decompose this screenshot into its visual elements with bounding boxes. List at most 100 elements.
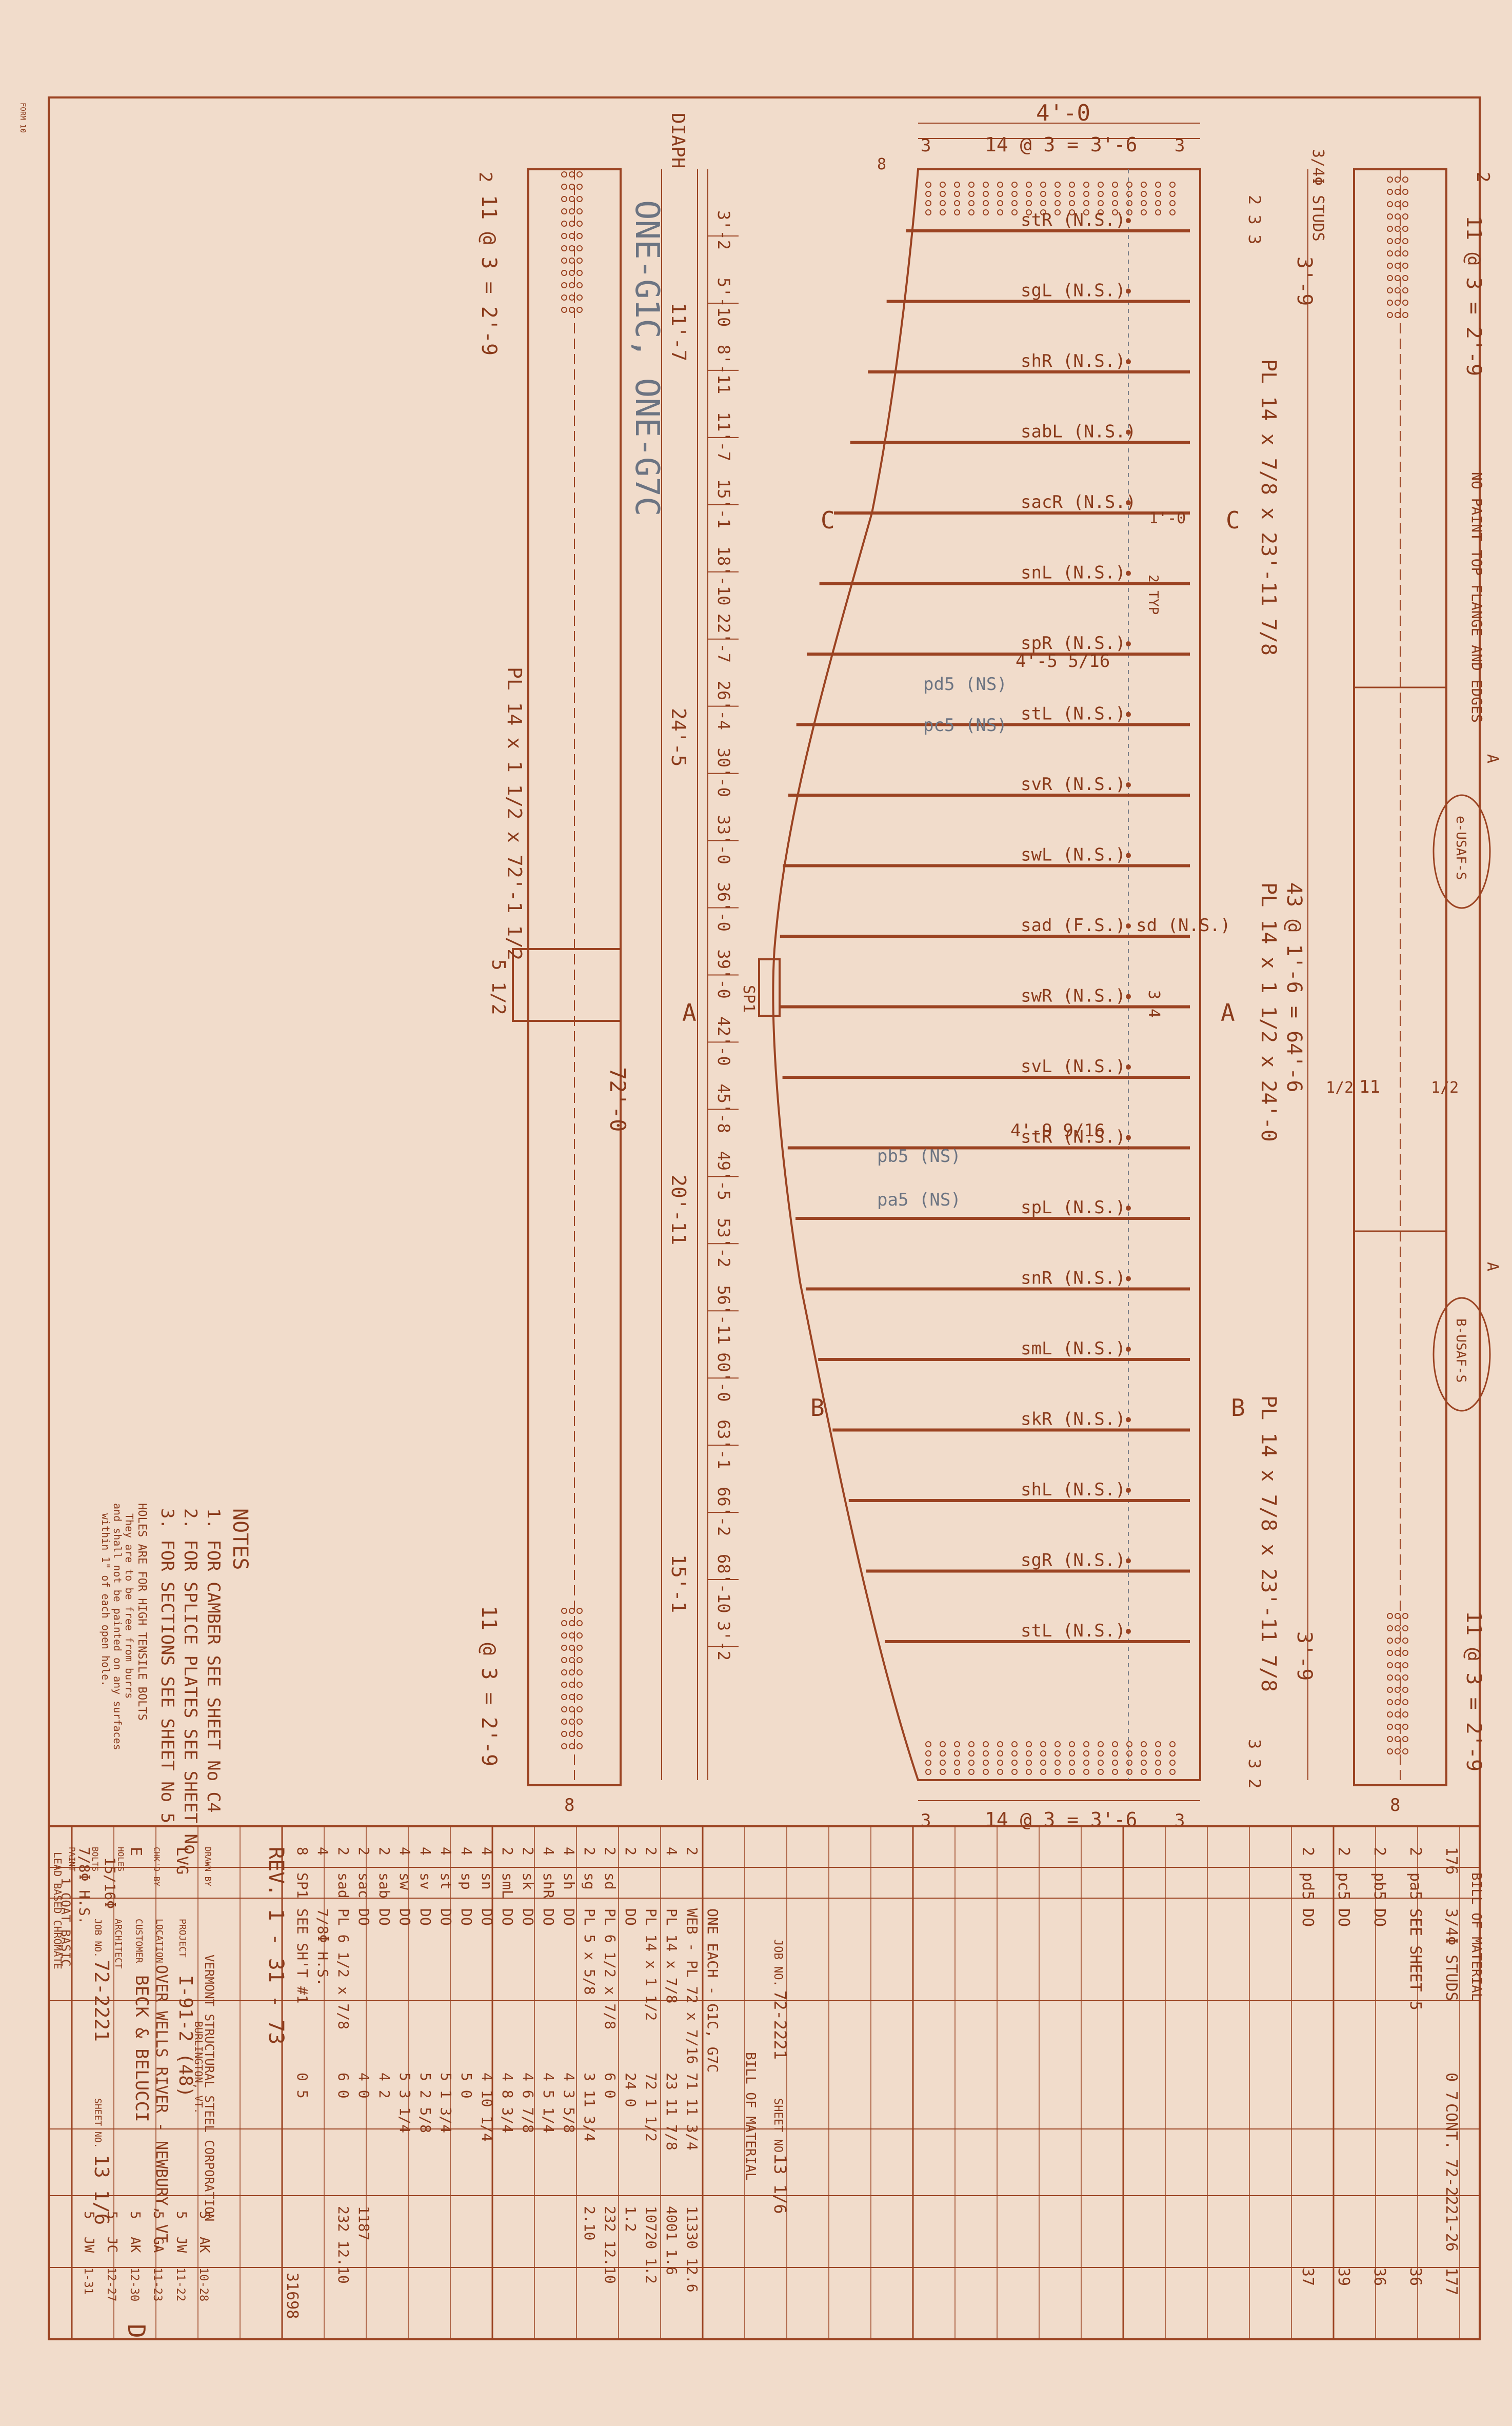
stud-mark (1126, 923, 1131, 929)
web-outline (772, 168, 1201, 1781)
checked-value: E (127, 1847, 145, 1856)
dim-1ft: 1'-0 (1149, 509, 1186, 527)
bolt-hole (576, 171, 583, 177)
bolt-hole (1387, 226, 1393, 232)
bolt-hole (1402, 1674, 1408, 1681)
bom-left-cell: 6 0 (335, 2073, 352, 2099)
bolt-hole (1011, 1750, 1018, 1757)
bolt-hole (1141, 1769, 1147, 1775)
company-name: VERMONT STRUCTURAL STEEL CORPORATION (202, 1955, 216, 2221)
rev-date: 10-28 (197, 2267, 210, 2301)
bolt-hole (1402, 1699, 1408, 1705)
bom-left-cell: 4 (540, 1847, 557, 1856)
bolt-hole (569, 171, 575, 177)
bom-left-cell: sac (355, 1872, 372, 1899)
bolt-hole (1395, 1625, 1401, 1631)
bolt-hole (561, 1632, 567, 1639)
bolt-hole (1026, 1741, 1032, 1747)
bolt-hole (561, 196, 567, 202)
bolt-hole (576, 1620, 583, 1626)
bolt-hole (1126, 1750, 1132, 1757)
notes-title: NOTES (228, 1508, 252, 1570)
bom-left-cell: 71 11 3/4 (684, 2073, 701, 2151)
stiffener-label: stR (N.S.) (1021, 210, 1126, 230)
bolt-hole (1040, 209, 1046, 215)
bolt-hole (569, 245, 575, 251)
bom-left-cell: 4 (663, 1847, 680, 1856)
stud-mark (1126, 1206, 1131, 1211)
bolt-hole (1026, 182, 1032, 188)
bom-left-cell: smL (499, 1872, 516, 1899)
end-stud-spacing-right: 3'-9 (1292, 1631, 1316, 1681)
station-value: 36'-0 (714, 882, 733, 932)
bom-left-cell: 10720 1.2 (643, 2206, 660, 2284)
bolt-hole (1112, 209, 1118, 215)
bolt-hole (1069, 182, 1075, 188)
bolt-hole (569, 294, 575, 301)
stud-mark (1126, 641, 1131, 646)
bom-left-cell: DO (355, 1908, 372, 1926)
bolt-hole (1083, 1750, 1089, 1757)
bolt-hole (925, 200, 931, 206)
bolt-hole (1155, 1741, 1161, 1747)
bolt-hole (576, 1657, 583, 1663)
bolt-hole (576, 233, 583, 239)
bottom-flange-hole-group-bottom (561, 1608, 583, 1749)
bolt-hole (569, 1645, 575, 1651)
holes-note-2: and shall not be painted on any surfaces (111, 1503, 124, 1750)
project-value: I-91-2 (48) (175, 1975, 196, 2097)
bolt-hole (1098, 1741, 1104, 1747)
station-value: 22'-7 (714, 614, 733, 663)
stiffener-label: stR (N.S.) (1021, 1127, 1126, 1148)
section-b-right: B (1231, 1394, 1245, 1422)
bolt-hole (569, 1743, 575, 1749)
bolt-hole (576, 258, 583, 264)
bolt-hole (1402, 1613, 1408, 1619)
bolt-hole (1387, 263, 1393, 269)
bolt-hole (1387, 1711, 1393, 1718)
bolt-hole (1011, 1769, 1018, 1775)
bolt-hole (997, 1750, 1003, 1757)
bolt-hole (561, 1694, 567, 1700)
stud-mark (1126, 218, 1131, 223)
bom-right-cell: pc5 (1335, 1872, 1352, 1900)
dim-4-5: 4'-5 5/16 (1016, 651, 1110, 672)
bom-left-cell: 5 1 3/4 (437, 2073, 454, 2133)
bolt-hole (954, 1750, 960, 1757)
rev-date: 12-30 (128, 2267, 141, 2301)
bolt-hole (1395, 1748, 1401, 1754)
stiffener-label: svL (N.S.) (1021, 1056, 1126, 1077)
bolt-hole (1098, 209, 1104, 215)
bolt-hole (1387, 275, 1393, 281)
section-a-left: A (682, 999, 697, 1027)
bolt-hole (1402, 300, 1408, 306)
weld-mark-1: e-USAF-S (1453, 816, 1468, 880)
stud-mark (1126, 712, 1131, 717)
rev-date: 12-27 (105, 2267, 117, 2301)
bolt-hole (968, 209, 974, 215)
bolt-hole (1040, 1760, 1046, 1766)
bottom-flange-view: 5 1/2 11 @ 3 = 2'-9 11 @ 3 = 2'-9 PL 14 … (475, 168, 622, 1816)
revision-columns: AK510-28JW511-22GA511-23AK512-30JC512-27… (81, 2211, 212, 2301)
stud-mark (1126, 570, 1131, 576)
note-1: 1. FOR CAMBER SEE SHEET No C4 (203, 1508, 224, 1813)
sheet-label: SHEET NO. (92, 2098, 103, 2148)
bolt-hole (1112, 191, 1118, 197)
plate-pd5: pd5 (NS) (923, 674, 1007, 695)
bom-left-cell: WEB - PL 72 x 7/16 (684, 1908, 701, 2064)
bom-left-cell: DO (622, 1908, 639, 1926)
bolt-hole (1402, 226, 1408, 232)
bom-left-cell: 2 (335, 1847, 352, 1856)
bom-left-cell: sab (376, 1872, 393, 1899)
splice-plate-bottom (512, 948, 622, 1022)
bolt-hole (997, 191, 1003, 197)
bom-left-cell: 2.10 (581, 2206, 598, 2240)
station-dimensions: 3'-25'-108'-1111'-715'-118'-1022'-726'-4… (708, 210, 739, 1661)
stud-mark (1126, 1488, 1131, 1493)
bolt-hole (954, 1769, 960, 1775)
bolt-hole (1040, 1750, 1046, 1757)
bom-left-cell: PL 14 x 1 1/2 (643, 1908, 660, 2021)
bolt-hole (1112, 1760, 1118, 1766)
bolt-hole (1083, 191, 1089, 197)
bolt-hole (1069, 200, 1075, 206)
